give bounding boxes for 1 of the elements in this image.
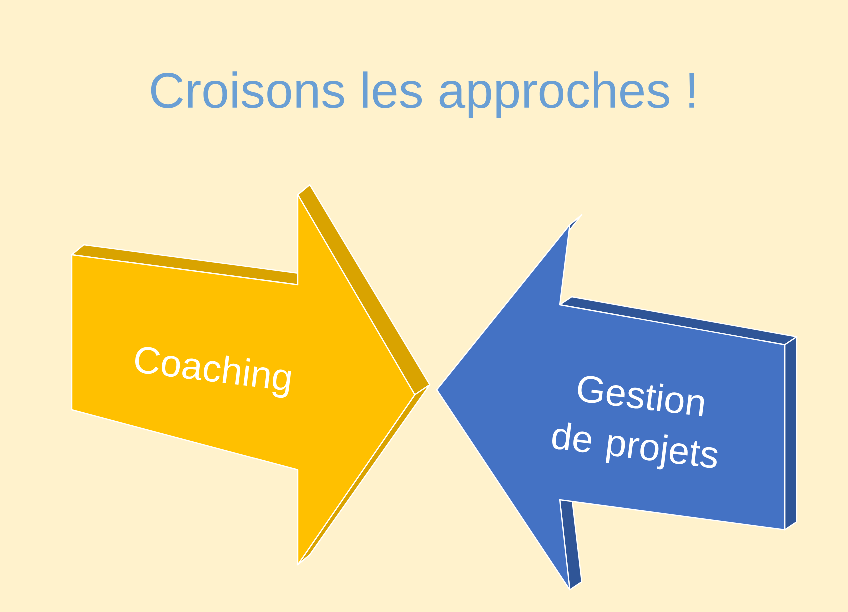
title: Croisons les approches ! xyxy=(151,72,694,118)
